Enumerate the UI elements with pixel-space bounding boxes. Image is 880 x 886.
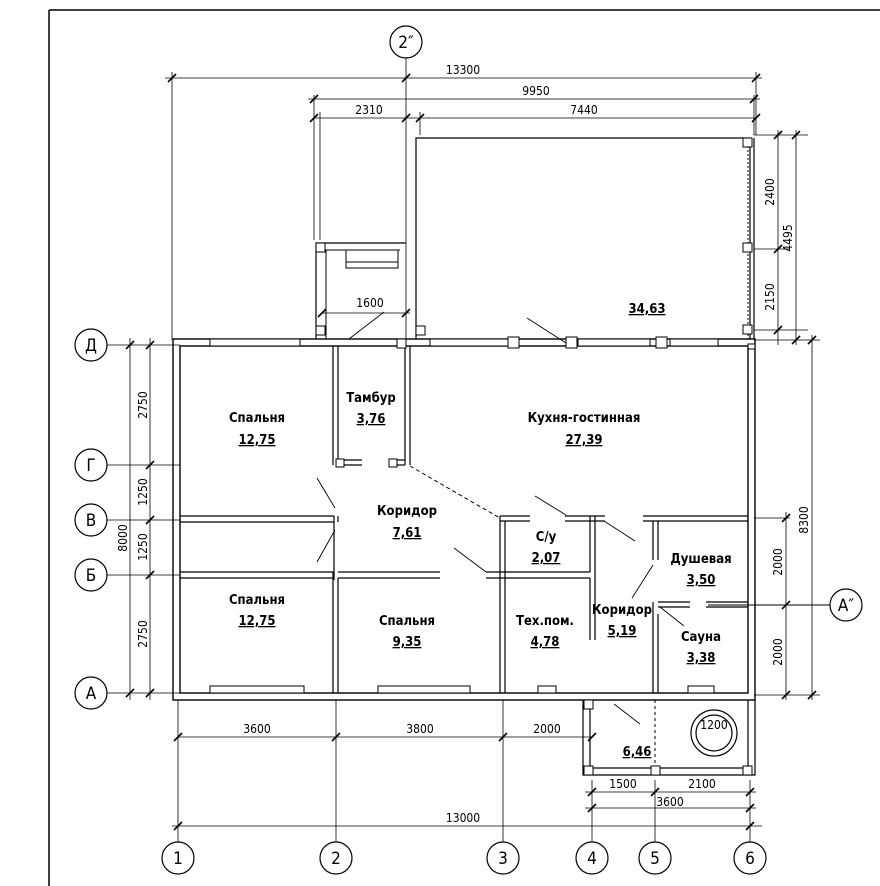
dim-left-2750a: 2750 — [136, 391, 150, 419]
dim-porch-width: 1600 — [356, 296, 384, 310]
dim-bottom-3600b: 3600 — [656, 795, 684, 809]
corridor-2-name: Коридор — [592, 603, 652, 618]
dim-terrace-right: 7440 — [570, 103, 598, 117]
sauna-area: 3,38 — [687, 651, 716, 666]
dim-right-4495: 4495 — [781, 224, 795, 251]
dim-right-2150: 2150 — [763, 283, 777, 311]
dim-left-2750b: 2750 — [136, 620, 150, 648]
bedroom-2-name: Спальня — [229, 593, 285, 608]
dim-bottom-total: 13000 — [446, 811, 480, 825]
dim-bottom-3800: 3800 — [406, 722, 434, 736]
corridor-1-name: Коридор — [377, 504, 437, 519]
tambur-name: Тамбур — [346, 391, 396, 406]
dim-top-total: 13300 — [446, 63, 480, 77]
bedroom-3-area: 9,35 — [393, 635, 422, 650]
kitchen-name: Кухня-гостинная — [528, 411, 641, 426]
dimension-lines — [129, 77, 813, 827]
dimension-labels: 13300 9950 2310 7440 1600 13000 3600 380… — [116, 63, 811, 825]
dim-left-1250b: 1250 — [136, 533, 150, 561]
axis-label-4: 4 — [587, 849, 597, 869]
terrace-area: 34,63 — [629, 302, 666, 317]
dim-right-8300: 8300 — [797, 506, 811, 534]
dim-left-1250a: 1250 — [136, 478, 150, 506]
wc-area: 2,07 — [532, 551, 561, 566]
bedroom-3-name: Спальня — [379, 614, 435, 629]
dim-left-8000: 8000 — [116, 524, 130, 552]
dim-bottom-1500: 1500 — [609, 777, 637, 791]
dim-right-2400: 2400 — [763, 178, 777, 206]
axis-bubble-2pp — [389, 25, 423, 59]
tambur-area: 3,76 — [357, 412, 386, 427]
porch-2-area: 6,46 — [623, 745, 652, 760]
corridor-1-area: 7,61 — [393, 526, 422, 541]
section-label: А″ — [838, 596, 854, 616]
sauna-name: Сауна — [681, 630, 721, 645]
axis-label-D: Д — [85, 336, 97, 356]
dim-terrace-left: 2310 — [355, 103, 383, 117]
axis-label-V: В — [86, 511, 97, 531]
tech-room-area: 4,78 — [531, 635, 560, 650]
dim-bottom-2000: 2000 — [533, 722, 561, 736]
bedroom-1-area: 12,75 — [239, 433, 276, 448]
axis-labels: 2″ Д Г В Б А 1 2 3 4 5 6 А″ — [85, 33, 854, 869]
dimension-ticks — [125, 73, 817, 831]
dim-bottom-2100: 2100 — [688, 777, 716, 791]
axis-label-A: А — [86, 684, 97, 704]
corridor-2-area: 5,19 — [608, 624, 637, 639]
bedroom-2-area: 12,75 — [239, 614, 276, 629]
axis-label-1: 1 — [173, 849, 183, 869]
plunge-pool — [690, 709, 738, 757]
tech-room-name: Тех.пом. — [516, 614, 574, 629]
axis-label-2: 2 — [331, 849, 341, 869]
axis-label-6: 6 — [745, 849, 755, 869]
axis-label-5: 5 — [650, 849, 660, 869]
kitchen-area: 27,39 — [566, 433, 603, 448]
dim-bottom-3600: 3600 — [243, 722, 271, 736]
room-labels: 34,63 Спальня 12,75 Тамбур 3,76 Кухня-го… — [229, 302, 732, 760]
axis-label-2pp: 2″ — [398, 33, 414, 53]
shower-name: Душевая — [670, 552, 731, 567]
windows — [209, 338, 756, 694]
dim-font-diameter: 1200 — [700, 718, 728, 732]
bedroom-1-name: Спальня — [229, 411, 285, 426]
drawing-frame — [48, 9, 880, 886]
axis-gridlines — [104, 58, 830, 845]
dim-right-2000a: 2000 — [771, 548, 785, 576]
dim-terrace-total: 9950 — [522, 84, 550, 98]
axis-label-3: 3 — [498, 849, 508, 869]
axis-bubbles — [74, 25, 863, 875]
door-swings — [316, 311, 685, 725]
wc-name: С/у — [536, 530, 557, 545]
posts — [315, 137, 753, 776]
walls — [172, 137, 756, 776]
axis-label-B: Б — [86, 566, 97, 586]
axis-label-G: Г — [86, 456, 95, 476]
shower-area: 3,50 — [687, 573, 716, 588]
dim-right-2000b: 2000 — [771, 638, 785, 666]
